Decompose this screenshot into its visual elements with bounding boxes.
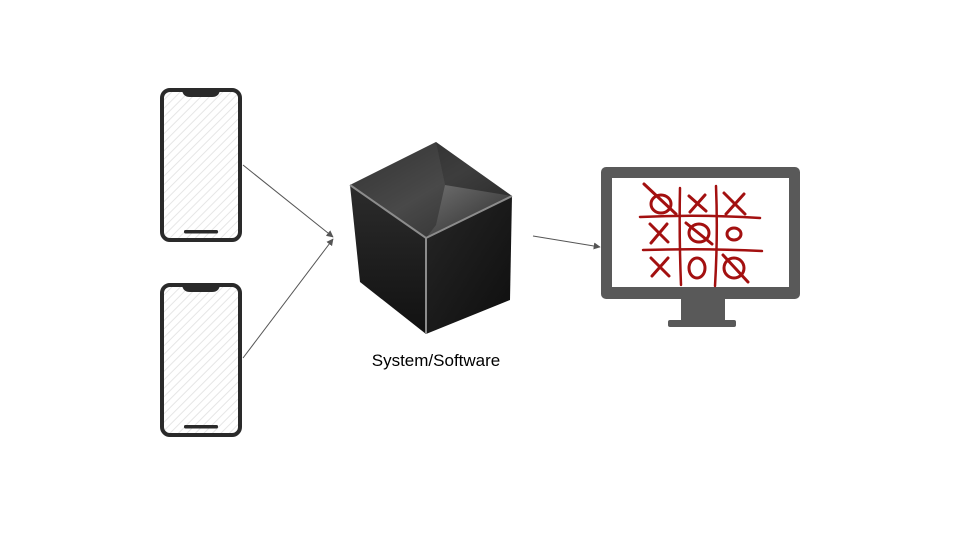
- system-node: System/Software: [349, 142, 513, 370]
- board-grid: [678, 186, 683, 287]
- monitor-node: [601, 167, 800, 327]
- smartphone-icon: [160, 283, 242, 437]
- smartphone-icon: [160, 88, 242, 242]
- black-cube-icon: [349, 142, 513, 334]
- board-cell-o: [687, 256, 707, 280]
- monitor-icon: [601, 167, 800, 327]
- board-cell-o: [725, 226, 743, 242]
- board-cell-o: [721, 253, 750, 284]
- arrow-phone-top-to-system: [242, 164, 334, 238]
- arrow-phone-bottom-to-system: [242, 238, 334, 359]
- phone-bottom: [160, 283, 242, 437]
- system-label: System/Software: [372, 351, 501, 370]
- board-cell-x: [648, 222, 670, 245]
- board-cell-x: [722, 191, 747, 216]
- board-cell-o: [684, 221, 714, 246]
- board-cell-o: [642, 182, 678, 216]
- tic-tac-toe-board: [638, 182, 764, 288]
- arrow-system-to-monitor: [532, 235, 601, 250]
- board-cell-x: [649, 256, 671, 278]
- phone-top: [160, 88, 242, 242]
- board-cell-x: [687, 193, 708, 214]
